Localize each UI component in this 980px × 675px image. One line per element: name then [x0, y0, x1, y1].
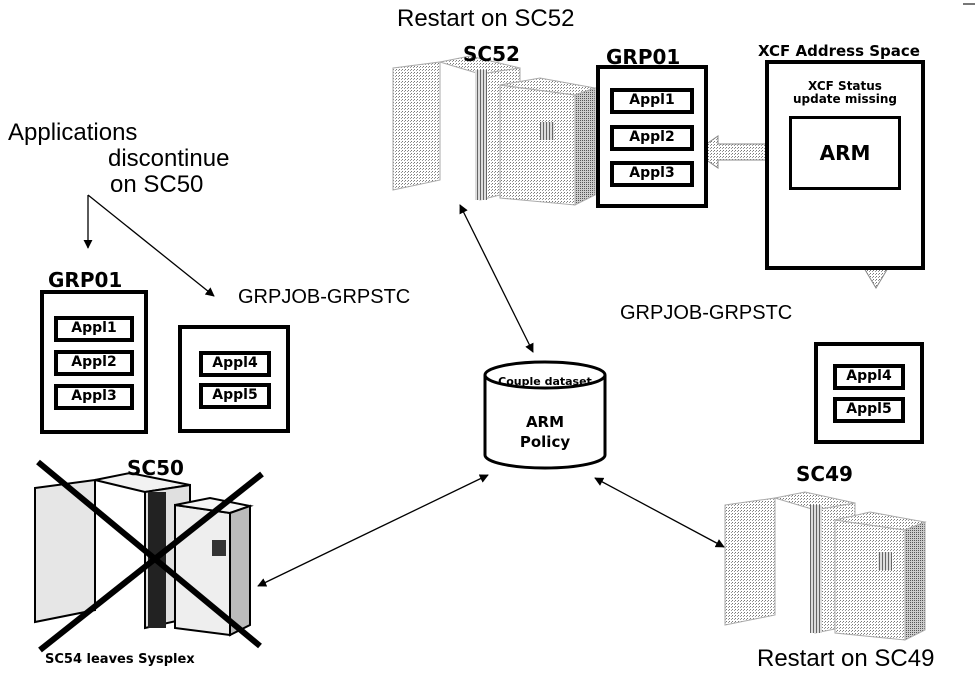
left-grp01-box: Appl1 Appl2 Appl3: [40, 290, 148, 434]
left-grpstc-appl4: Appl4: [199, 351, 271, 377]
grpjob-grpstc-left-label: GRPJOB-GRPSTC: [238, 286, 411, 308]
applications-line: Applications: [8, 119, 138, 146]
left-grpstc-box: Appl4 Appl5: [178, 325, 290, 433]
arm-box: ARM: [789, 116, 901, 190]
arm-label: ARM: [819, 141, 871, 165]
arm-policy-line2: Policy: [519, 433, 571, 451]
sc50-server-icon: [34, 471, 254, 637]
arm-policy-label: ARM Policy: [485, 412, 605, 452]
top-grp01-appl1: Appl1: [610, 88, 694, 114]
xcf-status-text: XCF Status update missing: [769, 80, 921, 106]
xcf-status-line2: update missing: [792, 92, 898, 106]
top-grp01-appl2: Appl2: [610, 125, 694, 151]
xcf-status-line1: XCF Status: [808, 79, 882, 93]
discontinue-line: discontinue: [108, 145, 230, 172]
left-grp01-appl2: Appl2: [54, 350, 134, 376]
left-grp01-appl3: Appl3: [54, 384, 134, 410]
right-grpstc-appl4: Appl4: [833, 364, 905, 390]
sc49-server-icon: [724, 491, 927, 641]
left-grp01-label: GRP01: [48, 268, 123, 292]
top-grp01-appl3: Appl3: [610, 161, 694, 187]
left-grp01-appl1: Appl1: [54, 316, 134, 342]
arm-policy-line1: ARM: [525, 413, 565, 431]
sc49-label: SC49: [796, 462, 853, 486]
sc50-label: SC50: [127, 456, 184, 480]
left-grpstc-appl5: Appl5: [199, 383, 271, 409]
grpjob-grpstc-right-label: GRPJOB-GRPSTC: [620, 302, 793, 324]
xcf-address-space-box: XCF Status update missing ARM: [765, 60, 925, 270]
couple-dataset-cylinder: [483, 360, 607, 470]
applications-discontinue-label: Applications discontinue on SC50: [8, 119, 230, 198]
right-grpstc-appl5: Appl5: [833, 397, 905, 423]
restart-sc49-label: Restart on SC49: [757, 645, 935, 672]
right-grpstc-box: Appl4 Appl5: [814, 342, 924, 444]
xcf-address-space-title: XCF Address Space: [758, 42, 920, 60]
top-grp01-box: Appl1 Appl2 Appl3: [596, 65, 708, 208]
sc54-leaves-sysplex-label: SC54 leaves Sysplex: [45, 652, 195, 667]
sc50-cross-out: [36, 459, 264, 653]
connector-arrows: [83, 194, 725, 587]
restart-sc52-label: Restart on SC52: [397, 5, 575, 32]
on-sc50-line: on SC50: [110, 171, 204, 198]
sc52-server-icon: [392, 55, 597, 206]
couple-dataset-label: Couple dataset: [498, 375, 592, 388]
sc52-label: SC52: [463, 42, 520, 66]
